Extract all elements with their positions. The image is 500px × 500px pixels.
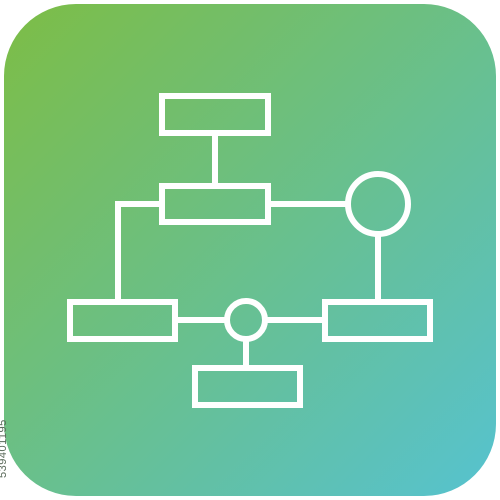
stock-id-label: 539401195 — [0, 419, 9, 478]
flowchart-icon — [67, 93, 433, 408]
rounded-square-background — [4, 4, 496, 496]
connector-middle-to-left-box — [115, 201, 162, 302]
